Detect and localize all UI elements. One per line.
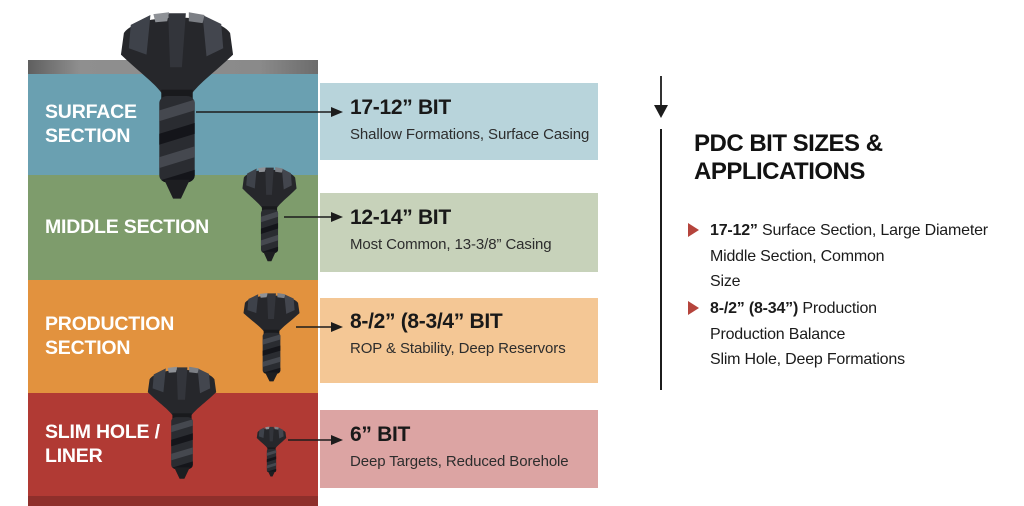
sidebar-title: PDC BIT SIZES & APPLICATIONS <box>694 130 883 186</box>
callout-subtitle-12-14: Most Common, 13-3/8” Casing <box>350 236 552 253</box>
bullet-triangle-icon <box>688 223 699 237</box>
callout-17-12: 17-12” BIT Shallow Formations, Surface C… <box>320 83 598 160</box>
bullet-lead: 8-/2” (8-34”) <box>710 300 799 317</box>
connector-arrow-icon <box>296 321 343 333</box>
drill-bit-icon <box>146 363 218 482</box>
bullet-item-8-half: 8-/2” (8-34”) Production Production Bala… <box>688 296 1024 373</box>
drill-bit-icon <box>242 290 301 384</box>
callout-title-6: 6” BIT <box>350 423 411 446</box>
bullet-text: 17-12” Surface Section, Large Diameter M… <box>710 218 988 295</box>
bullet-text: 8-/2” (8-34”) Production Production Bala… <box>710 296 905 373</box>
band-label-surface: SURFACE SECTION <box>45 100 137 147</box>
callout-title-17-12: 17-12” BIT <box>350 96 451 119</box>
callout-subtitle-6: Deep Targets, Reduced Borehole <box>350 453 569 470</box>
sidebar-divider <box>660 129 662 390</box>
down-arrow-icon <box>653 76 669 125</box>
band-label-slim-hole: SLIM HOLE / LINER <box>45 420 160 467</box>
callout-title-8-half: 8-/2” (8-3/4” BIT <box>350 310 503 333</box>
bullet-rest: Surface Section, Large Diameter Middle S… <box>710 222 988 291</box>
bullet-item-17-12: 17-12” Surface Section, Large Diameter M… <box>688 218 1024 295</box>
callout-subtitle-17-12: Shallow Formations, Surface Casing <box>350 126 590 143</box>
band-label-middle: MIDDLE SECTION <box>45 215 210 238</box>
callout-6: 6” BIT Deep Targets, Reduced Borehole <box>320 410 598 488</box>
callout-8-half: 8-/2” (8-3/4” BIT ROP & Stability, Deep … <box>320 298 598 383</box>
connector-arrow-icon <box>288 434 343 446</box>
bullet-lead: 17-12” <box>710 222 758 239</box>
bullet-rest: Production Production Balance Slim Hole,… <box>710 300 905 369</box>
callout-12-14: 12-14” BIT Most Common, 13-3/8” Casing <box>320 193 598 272</box>
callout-subtitle-8-half: ROP & Stability, Deep Reservors <box>350 340 566 357</box>
slab-bottom-edge <box>28 496 318 506</box>
drill-bit-icon <box>241 164 298 264</box>
drill-bit-icon <box>256 425 287 478</box>
connector-arrow-icon <box>284 211 343 223</box>
band-label-production: PRODUCTION SECTION <box>45 312 175 359</box>
connector-arrow-icon <box>196 106 343 118</box>
callout-title-12-14: 12-14” BIT <box>350 206 451 229</box>
bullet-triangle-icon <box>688 301 699 315</box>
drill-bit-icon <box>118 6 236 204</box>
